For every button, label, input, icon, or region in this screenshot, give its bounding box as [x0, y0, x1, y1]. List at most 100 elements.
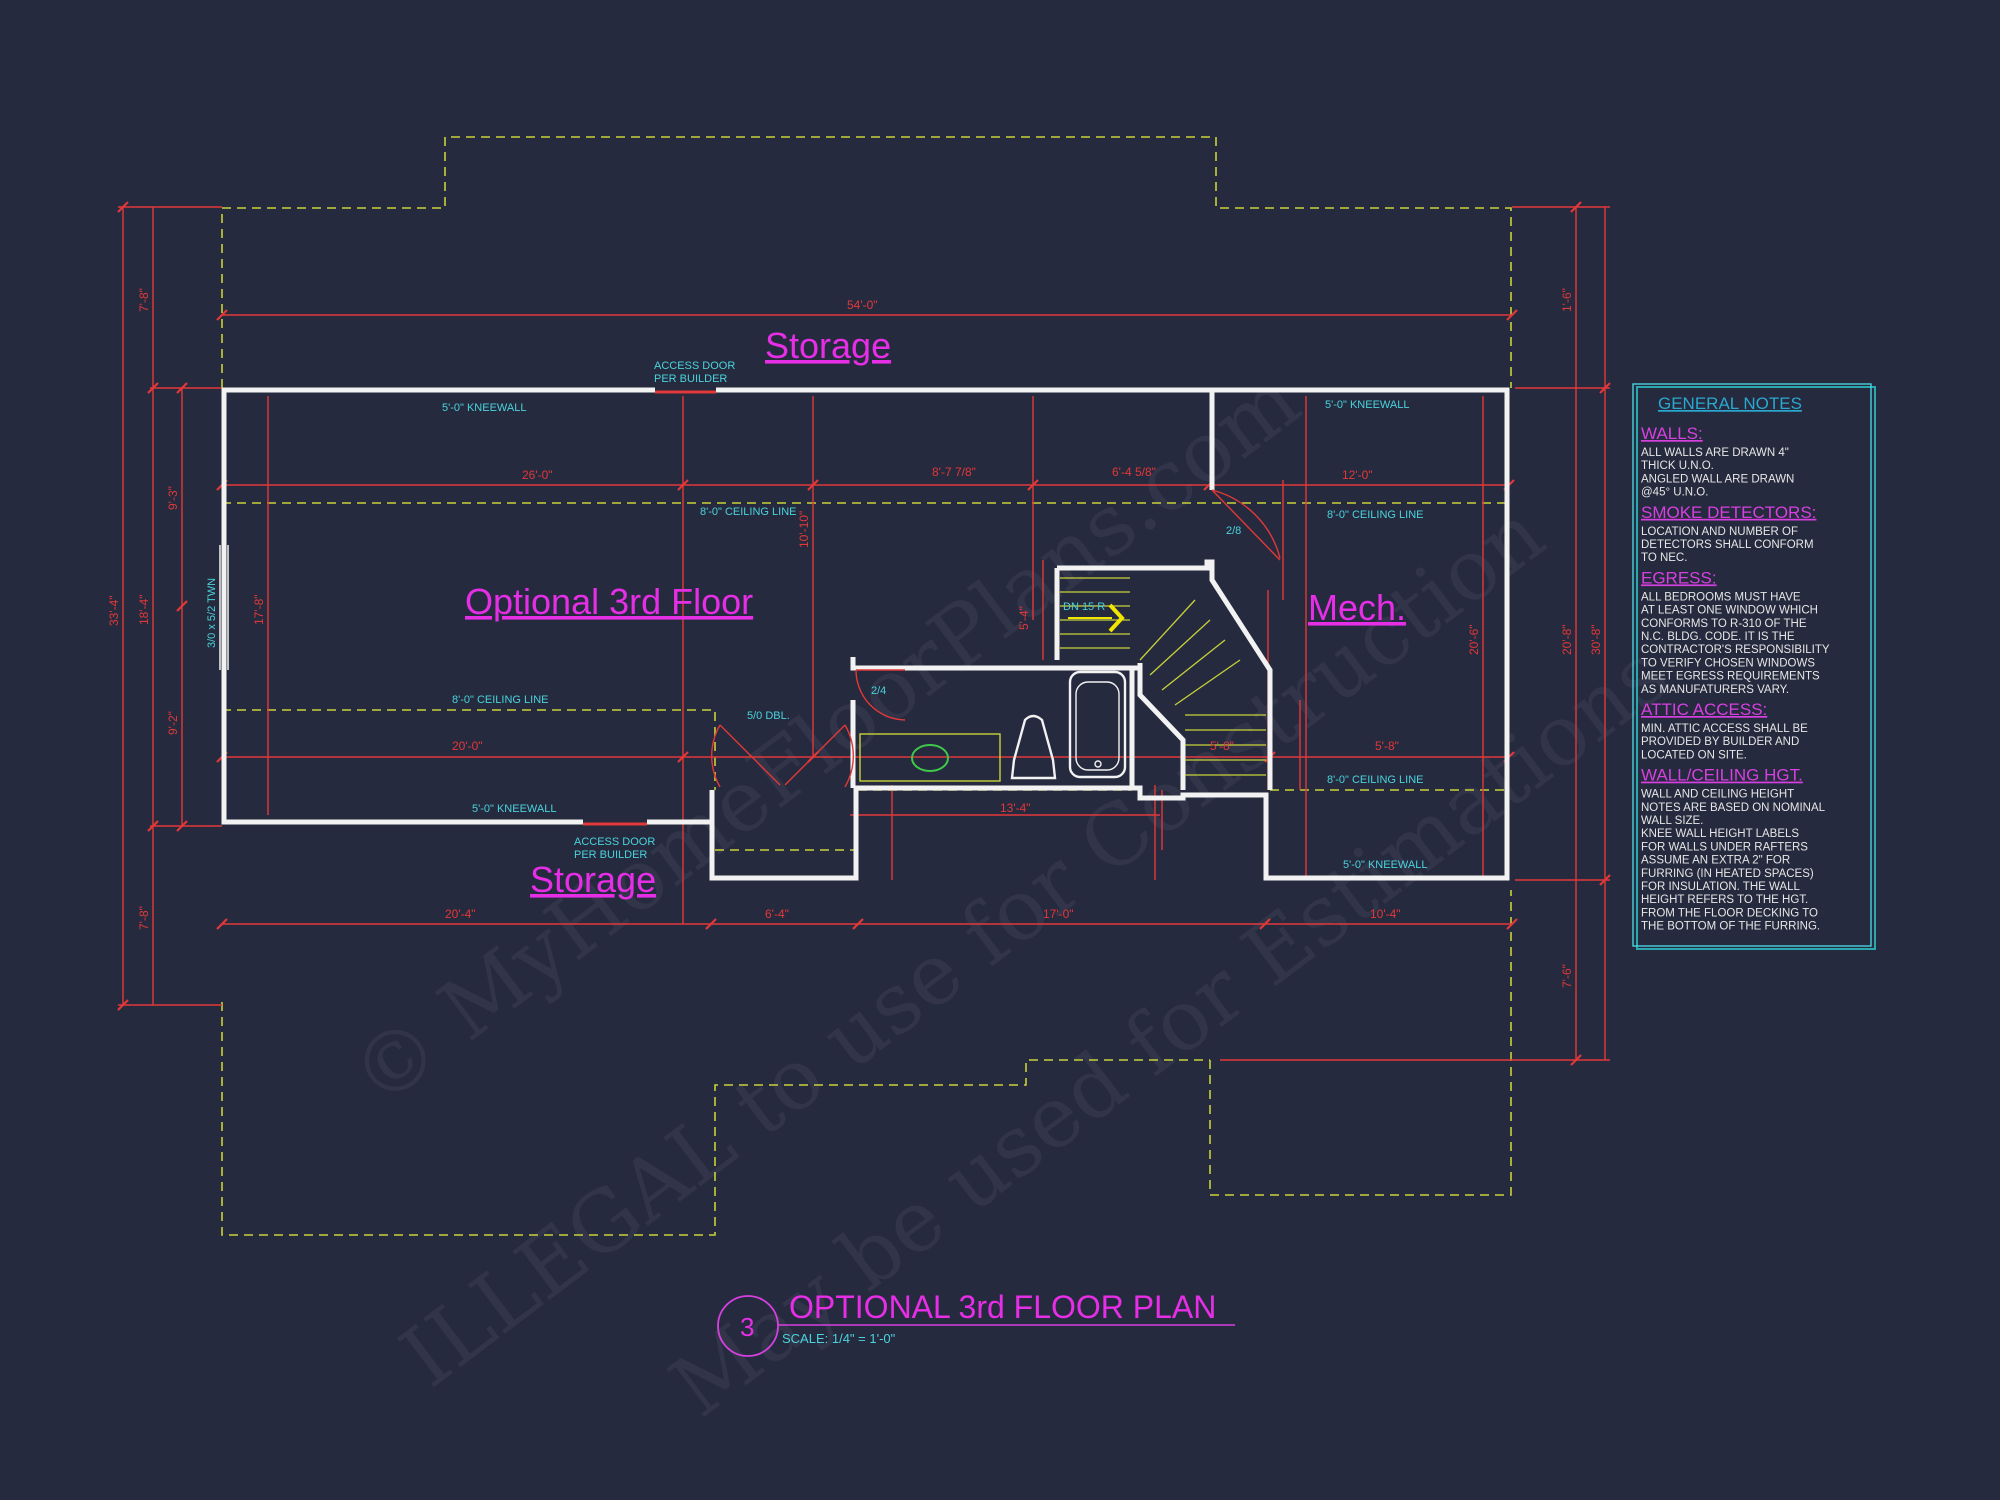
bathtub-inner	[1075, 681, 1120, 771]
drawing-title: OPTIONAL 3rd FLOOR PLAN	[789, 1289, 1216, 1325]
notes-line: @45° U.N.O.	[1641, 487, 1708, 499]
kneewall-label: 5'-0" KNEEWALL	[442, 402, 526, 414]
stair-winder	[1139, 599, 1196, 661]
dim-label: 30'-8"	[1589, 624, 1603, 655]
dim-label: 13'-4"	[1000, 801, 1031, 815]
stair-enclosure-inner	[1137, 663, 1186, 790]
dim-label-overall-width: 54'-0"	[847, 298, 878, 312]
notes-line: WALL AND CEILING HEIGHT	[1641, 789, 1794, 801]
ceiling-line-label: 8'-0" CEILING LINE	[452, 694, 548, 706]
dim-tick	[705, 918, 717, 930]
door-swing-50-left	[710, 724, 781, 788]
notes-line: AS MANUFATURERS VARY.	[1641, 684, 1789, 696]
notes-line: FURRING (IN HEATED SPACES)	[1641, 868, 1814, 880]
dim-tick	[677, 479, 689, 491]
notes-line: TO NEC.	[1641, 552, 1687, 564]
dim-label: 6'-4"	[765, 907, 789, 921]
dim-label: 8'-7 7/8"	[932, 465, 976, 479]
dim-label: 9'-2"	[166, 711, 180, 735]
title-block: 3 OPTIONAL 3rd FLOOR PLAN SCALE: 1/4" = …	[717, 1289, 1235, 1357]
notes-line: HEIGHT REFERS TO THE HGT.	[1641, 894, 1808, 906]
walls	[221, 387, 1510, 881]
notes-line: ALL WALLS ARE DRAWN 4"	[1641, 447, 1789, 459]
dim-tick	[1570, 201, 1582, 213]
roof-outline-top	[221, 136, 1512, 388]
room-label-optional-3rd-floor: Optional 3rd Floor	[465, 581, 753, 622]
notes-line: ASSUME AN EXTRA 2" FOR	[1641, 855, 1790, 867]
dim-label: 6'-4 5/8"	[1112, 465, 1156, 479]
notes-line: CONTRACTOR'S RESPONSIBILITY	[1641, 644, 1830, 656]
notes-border-shadow	[1636, 386, 1876, 950]
door-swing-50-right	[784, 724, 855, 788]
notes-line: CONFORMS TO R-310 OF THE	[1641, 618, 1807, 630]
ceiling-line-label: 8'-0" CEILING LINE	[700, 506, 796, 518]
notes-line: WALL SIZE.	[1641, 815, 1703, 827]
notes-line: TO VERIFY CHOSEN WINDOWS	[1641, 657, 1815, 669]
notes-line: LOCATED ON SITE.	[1641, 749, 1747, 761]
dim-label: 7'-8"	[137, 288, 151, 312]
drawing-scale: SCALE: 1/4" = 1'-0"	[782, 1331, 896, 1346]
notes-line: LOCATION AND NUMBER OF	[1641, 526, 1798, 538]
dim-label: 7'-6"	[1560, 964, 1574, 988]
ceiling-line-label: 8'-0" CEILING LINE	[1327, 774, 1423, 786]
stair-direction-arrow-icon	[1068, 603, 1125, 633]
dim-label: 20'-0"	[452, 739, 483, 753]
ceiling-line-left-lower	[222, 709, 716, 790]
roof-outline-bottom-left	[221, 1002, 1210, 1236]
notes-line: AT LEAST ONE WINDOW WHICH	[1641, 605, 1818, 617]
notes-line: N.C. BLDG. CODE. IT IS THE	[1641, 631, 1795, 643]
access-door-top-label: ACCESS DOOR	[654, 360, 735, 372]
dim-tick	[1506, 918, 1518, 930]
notes-line: THICK U.N.O.	[1641, 460, 1714, 472]
dim-label: 10'-4"	[1370, 907, 1401, 921]
dimension-labels: 54'-0" 26'-0" 8'-7 7/8" 6'-4 5/8" 12'-0"…	[107, 288, 1603, 988]
dim-tick	[117, 999, 129, 1011]
door-swing-28	[1211, 489, 1281, 561]
vanity-counter	[859, 733, 1001, 782]
access-doors	[583, 390, 716, 826]
ceiling-line-label: 8'-0" CEILING LINE	[1327, 509, 1423, 521]
room-label-mech: Mech.	[1308, 587, 1406, 628]
dim-label: 9'-3"	[166, 486, 180, 510]
window-west	[219, 545, 229, 670]
notes-line: ANGLED WALL ARE DRAWN	[1641, 473, 1794, 485]
stair-label: DN 15 R	[1063, 601, 1105, 613]
room-labels: Storage Optional 3rd Floor Mech. Storage	[465, 325, 1406, 900]
notes-section-heading: WALL/CEILING HGT.	[1641, 766, 1803, 785]
door-label-28: 2/8	[1226, 525, 1241, 537]
notes-line: DETECTORS SHALL CONFORM	[1641, 539, 1814, 551]
dim-tick	[1259, 918, 1271, 930]
dim-label: 10'-10"	[797, 511, 811, 548]
notes-section-heading: EGRESS:	[1641, 568, 1717, 587]
dim-label: 1'-6"	[1560, 288, 1574, 312]
access-door-top-label-2: PER BUILDER	[654, 373, 727, 385]
dim-tick	[807, 479, 819, 491]
dim-label: 17'-0"	[1043, 907, 1074, 921]
exterior-wall	[221, 387, 1510, 881]
stair-winder	[1149, 619, 1211, 676]
bath-wall	[850, 657, 1140, 671]
bathroom-fixtures	[859, 670, 1127, 782]
notes-border	[1632, 383, 1872, 947]
doors	[710, 489, 1281, 788]
dim-label: 20'-4"	[445, 907, 476, 921]
dim-tick	[1599, 382, 1611, 394]
sink-icon	[911, 744, 949, 772]
bathtub-drain	[1094, 760, 1102, 768]
access-door-bottom-label-2: PER BUILDER	[574, 849, 647, 861]
dim-label: 20'-6"	[1467, 624, 1481, 655]
dim-label: 5'-8"	[1375, 739, 1399, 753]
general-notes-box: GENERAL NOTES WALLS:ALL WALLS ARE DRAWN …	[1632, 383, 1876, 950]
room-label-storage-bottom: Storage	[530, 859, 656, 900]
window-label: 3/0 x 5/2 TWN	[206, 578, 218, 648]
notes-section-heading: SMOKE DETECTORS:	[1641, 503, 1816, 522]
annotations: ACCESS DOOR PER BUILDER ACCESS DOOR PER …	[206, 360, 1427, 871]
dim-tick	[216, 918, 228, 930]
dim-label-left-overall: 33'-4"	[107, 595, 121, 626]
dim-tick	[1506, 309, 1518, 321]
access-door-bottom-label: ACCESS DOOR	[574, 836, 655, 848]
dim-tick	[147, 820, 159, 832]
dim-tick	[176, 820, 188, 832]
dim-label: 20'-8"	[1560, 624, 1574, 655]
notes-line: FROM THE FLOOR DECKING TO	[1641, 907, 1818, 919]
